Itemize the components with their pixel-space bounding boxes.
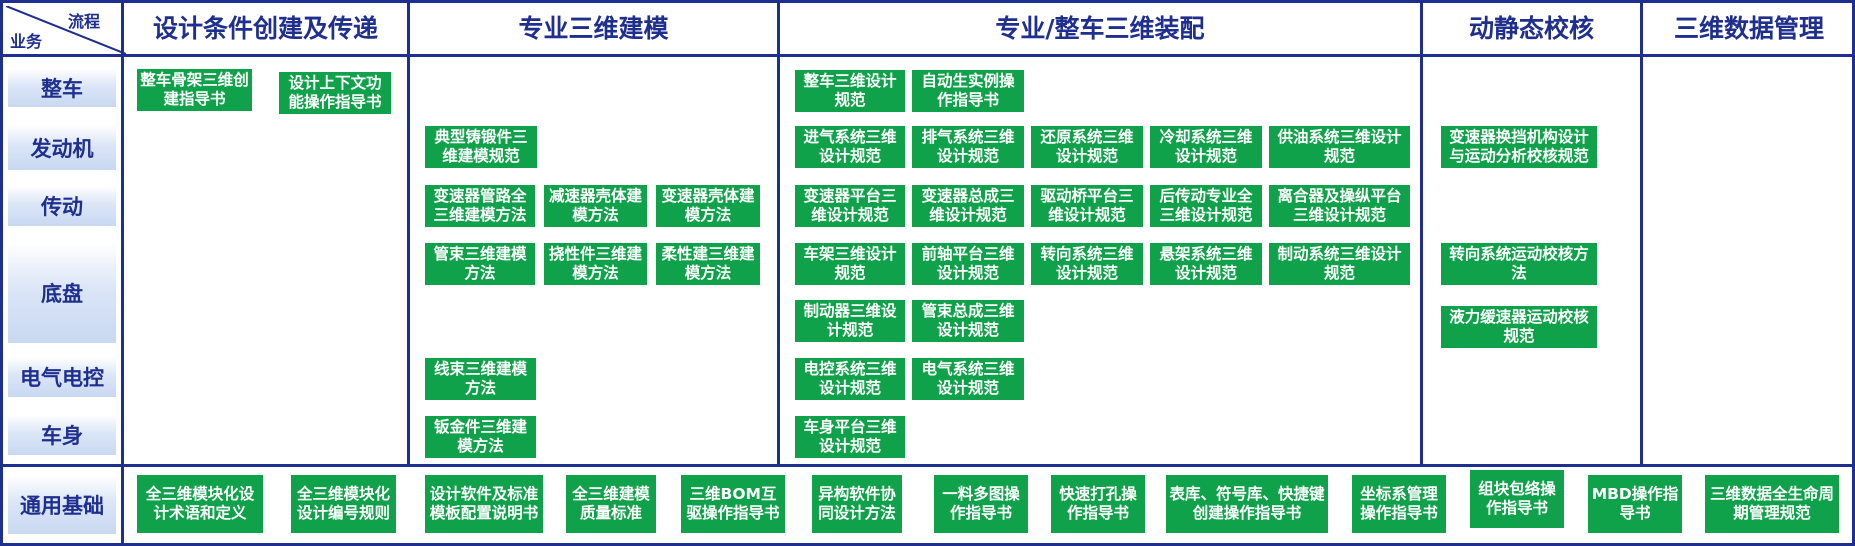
box-one-part-multi-drawing[interactable]: 一料多图操作指导书 bbox=[934, 475, 1028, 533]
box-design-context[interactable]: 设计上下文功能操作指导书 bbox=[279, 72, 391, 114]
box-steering-motion[interactable]: 转向系统运动校核方法 bbox=[1441, 243, 1597, 285]
box-modular-numbering[interactable]: 全三维模块化设计编号规则 bbox=[291, 475, 396, 533]
box-harness-tube[interactable]: 管束三维建模方法 bbox=[425, 243, 535, 285]
box-frame-design[interactable]: 车架三维设计规范 bbox=[795, 243, 905, 285]
box-drive-axle-platform[interactable]: 驱动桥平台三维设计规范 bbox=[1031, 185, 1143, 227]
box-exhaust-system[interactable]: 排气系统三维设计规范 bbox=[912, 126, 1024, 168]
box-body-platform[interactable]: 车身平台三维设计规范 bbox=[795, 416, 905, 458]
row-label-body: 车身 bbox=[8, 415, 116, 455]
box-harness-assembly[interactable]: 管束总成三维设计规范 bbox=[912, 300, 1024, 342]
box-auto-instance[interactable]: 自动生实例操作指导书 bbox=[912, 70, 1024, 112]
row-label-electrical: 电气电控 bbox=[8, 357, 116, 397]
box-bom-drive[interactable]: 三维BOM互驱操作指导书 bbox=[681, 475, 785, 533]
box-brake-design[interactable]: 制动器三维设计规范 bbox=[795, 300, 905, 342]
box-wire-harness[interactable]: 线束三维建模方法 bbox=[425, 358, 536, 400]
col-divider-0 bbox=[121, 0, 124, 546]
header-modeling: 专业三维建模 bbox=[518, 14, 669, 43]
col-divider-4 bbox=[1640, 0, 1643, 466]
header-data-management: 三维数据管理 bbox=[1673, 14, 1824, 43]
row-label-chassis: 底盘 bbox=[8, 243, 116, 343]
header-divider bbox=[0, 54, 1855, 57]
corner-business-label: 业务 bbox=[10, 32, 43, 51]
box-steering-system[interactable]: 转向系统三维设计规范 bbox=[1031, 243, 1143, 285]
box-front-axle-platform[interactable]: 前轴平台三维设计规范 bbox=[912, 243, 1024, 285]
box-sheet-metal[interactable]: 钣金件三维建模方法 bbox=[425, 416, 536, 458]
corner-process-label: 流程 bbox=[68, 12, 101, 31]
box-reducer-housing[interactable]: 减速器壳体建模方法 bbox=[544, 185, 647, 227]
box-suspension-system[interactable]: 悬架系统三维设计规范 bbox=[1150, 243, 1262, 285]
box-modeling-quality[interactable]: 全三维建模质量标准 bbox=[566, 475, 656, 533]
box-clutch-platform[interactable]: 离合器及操纵平台三维设计规范 bbox=[1269, 185, 1410, 227]
row-label-vehicle: 整车 bbox=[8, 69, 116, 107]
box-intake-system[interactable]: 进气系统三维设计规范 bbox=[795, 126, 905, 168]
box-block-envelope[interactable]: 组块包络操作指导书 bbox=[1470, 470, 1564, 528]
box-transmission-assembly[interactable]: 变速器总成三维设计规范 bbox=[912, 185, 1024, 227]
box-modular-terms[interactable]: 全三维模块化设计术语和定义 bbox=[137, 475, 263, 533]
header-check: 动静态校核 bbox=[1468, 14, 1594, 43]
box-vehicle-skeleton[interactable]: 整车骨架三维创建指导书 bbox=[137, 69, 252, 111]
box-data-lifecycle[interactable]: 三维数据全生命周期管理规范 bbox=[1705, 475, 1839, 533]
box-brake-system[interactable]: 制动系统三维设计规范 bbox=[1269, 243, 1410, 285]
box-rear-drive[interactable]: 后传动专业全三维设计规范 bbox=[1150, 185, 1262, 227]
box-mbd-operation[interactable]: MBD操作指导书 bbox=[1588, 475, 1682, 533]
box-cooling-system[interactable]: 冷却系统三维设计规范 bbox=[1150, 126, 1262, 168]
box-retarder-motion[interactable]: 液力缓速器运动校核规范 bbox=[1441, 306, 1597, 348]
box-coordinate-system[interactable]: 坐标系管理操作指导书 bbox=[1352, 475, 1446, 533]
header-design-conditions: 设计条件创建及传递 bbox=[152, 14, 378, 43]
box-fuel-system[interactable]: 供油系统三维设计规范 bbox=[1269, 126, 1410, 168]
row-label-general: 通用基础 bbox=[8, 476, 116, 534]
box-gearshift-check[interactable]: 变速器换挡机构设计与运动分析校核规范 bbox=[1441, 126, 1597, 168]
row-label-engine: 发动机 bbox=[8, 125, 116, 170]
box-library-shortcut[interactable]: 表库、符号库、快捷键创建操作指导书 bbox=[1166, 475, 1328, 533]
col-divider-1 bbox=[407, 0, 410, 466]
general-divider bbox=[0, 464, 1855, 467]
box-transmission-piping[interactable]: 变速器管路全三维建模方法 bbox=[425, 185, 535, 227]
row-label-transmission: 传动 bbox=[8, 186, 116, 226]
box-transmission-platform[interactable]: 变速器平台三维设计规范 bbox=[795, 185, 905, 227]
box-software-template[interactable]: 设计软件及标准模板配置说明书 bbox=[425, 475, 543, 533]
box-electrical-system[interactable]: 电气系统三维设计规范 bbox=[912, 358, 1024, 400]
box-flexible-part[interactable]: 挠性件三维建模方法 bbox=[544, 243, 647, 285]
box-reduction-system[interactable]: 还原系统三维设计规范 bbox=[1031, 126, 1143, 168]
box-soft-part[interactable]: 柔性建三维建模方法 bbox=[656, 243, 760, 285]
col-divider-3 bbox=[1420, 0, 1423, 466]
header-assembly: 专业/整车三维装配 bbox=[995, 14, 1205, 43]
box-heterogeneous-software[interactable]: 异构软件协同设计方法 bbox=[812, 475, 902, 533]
box-vehicle-design[interactable]: 整车三维设计规范 bbox=[795, 70, 905, 112]
box-transmission-housing[interactable]: 变速器壳体建模方法 bbox=[656, 185, 760, 227]
corner-diagonal bbox=[6, 6, 126, 54]
box-casting-forging[interactable]: 典型铸锻件三维建模规范 bbox=[425, 126, 537, 168]
box-electronic-control[interactable]: 电控系统三维设计规范 bbox=[795, 358, 905, 400]
col-divider-2 bbox=[777, 0, 780, 466]
box-quick-drilling[interactable]: 快速打孔操作指导书 bbox=[1051, 475, 1145, 533]
